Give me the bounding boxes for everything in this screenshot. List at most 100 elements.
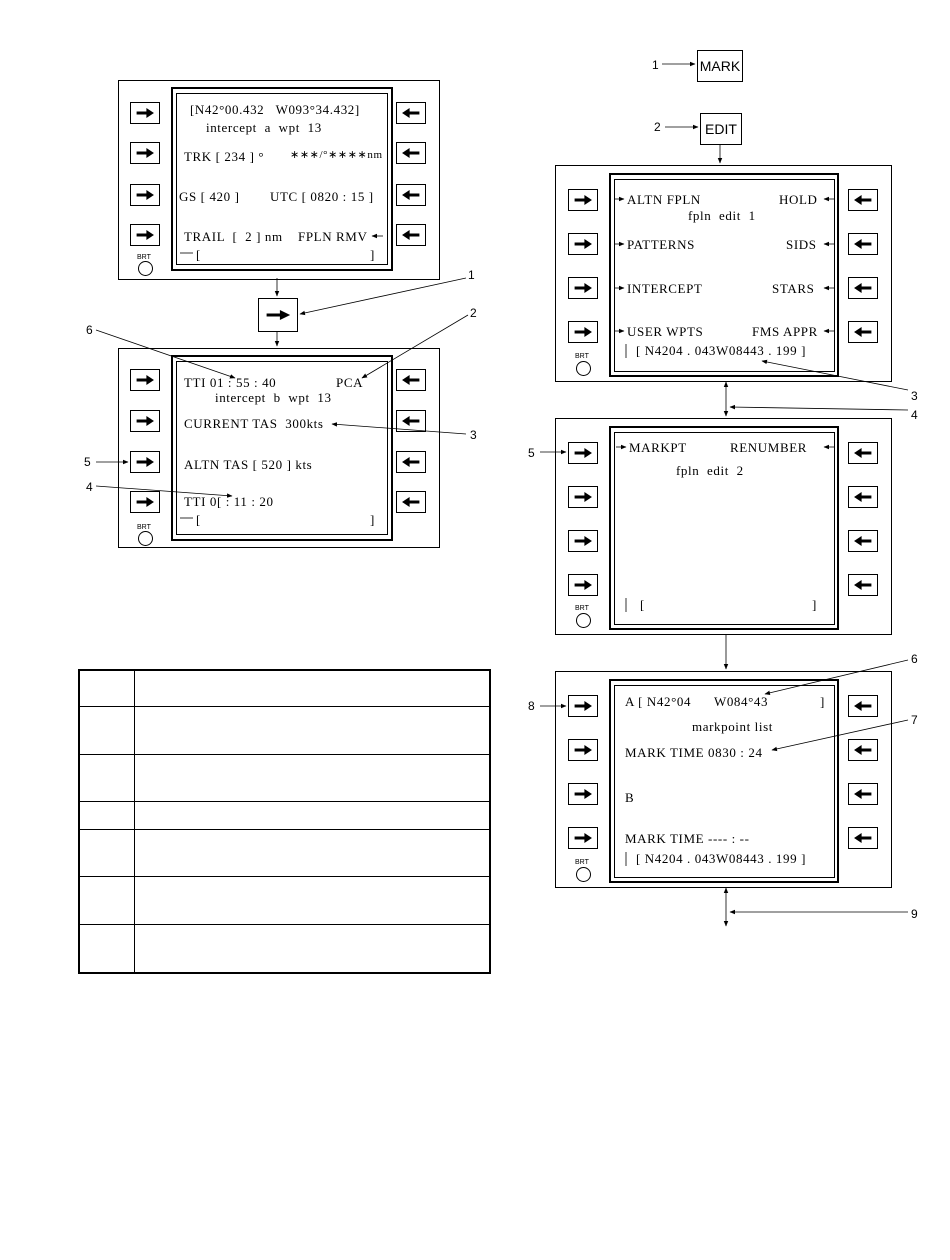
line-select-key-l4[interactable] [568, 827, 598, 849]
arrow-right-icon [266, 310, 291, 320]
line-select-key-l3[interactable] [568, 783, 598, 805]
line-select-key-r2[interactable] [396, 142, 426, 164]
line-select-key-r4[interactable] [848, 321, 878, 343]
callout-2: 2 [654, 120, 661, 134]
cdu-screen-inner [614, 685, 835, 878]
s4-scratch-right: ] [812, 597, 817, 612]
line-select-key-l4[interactable] [130, 224, 160, 246]
line-select-key-l3[interactable] [568, 530, 598, 552]
line-select-key-l4[interactable] [568, 321, 598, 343]
execute-arrow-key[interactable] [258, 298, 298, 332]
brt-knob[interactable] [138, 531, 153, 546]
line-select-key-l1[interactable] [568, 189, 598, 211]
line-select-key-l3[interactable] [130, 451, 160, 473]
brt-label: BRT [575, 605, 589, 612]
line-select-key-r1[interactable] [848, 442, 878, 464]
arrow-left-icon [854, 195, 872, 205]
line-select-key-r3[interactable] [848, 530, 878, 552]
line-select-key-l1[interactable] [568, 442, 598, 464]
line-select-key-l3[interactable] [568, 277, 598, 299]
line-select-key-l2[interactable] [130, 142, 160, 164]
s2-current-tas: CURRENT TAS 300kts [184, 416, 324, 431]
brt-knob[interactable] [576, 361, 591, 376]
callout-3: 3 [470, 428, 477, 442]
line-select-key-l1[interactable] [130, 369, 160, 391]
line-select-key-l1[interactable] [568, 695, 598, 717]
cdu-screen [171, 355, 393, 541]
s1-line2: intercept a wpt 13 [206, 120, 322, 135]
line-select-key-l4[interactable] [130, 491, 160, 513]
edit-key[interactable]: EDIT [700, 113, 742, 145]
line-select-key-r1[interactable] [848, 695, 878, 717]
s5-mark-time-b: MARK TIME ---- : -- [625, 831, 750, 846]
line-select-key-r4[interactable] [396, 491, 426, 513]
line-select-key-r4[interactable] [396, 224, 426, 246]
arrow-right-icon [574, 745, 592, 755]
s2-pca: PCA [336, 375, 364, 390]
callout-9: 9 [911, 907, 918, 921]
s3-altn-fpln: ALTN FPLN [627, 192, 701, 207]
line-select-key-r1[interactable] [396, 102, 426, 124]
arrow-left-icon [402, 457, 420, 467]
line-select-key-r3[interactable] [848, 783, 878, 805]
arrow-right-icon [136, 416, 154, 426]
arrow-left-icon [854, 745, 872, 755]
line-select-key-r2[interactable] [396, 410, 426, 432]
s3-sids: SIDS [786, 237, 817, 252]
arrow-right-icon [136, 375, 154, 385]
s3-fms-appr: FMS APPR [752, 324, 818, 339]
s1-trail: TRAIL [ 2 ] nm [184, 229, 283, 244]
line-select-key-l2[interactable] [568, 739, 598, 761]
mark-key[interactable]: MARK [697, 50, 743, 82]
line-select-key-r4[interactable] [848, 827, 878, 849]
callout-7: 7 [911, 713, 918, 727]
brt-knob[interactable] [138, 261, 153, 276]
s4-title: fpln edit 2 [676, 463, 744, 478]
s2-tti2: TTI 0[ : 11 : 20 [184, 494, 274, 509]
s1-fpln-rmv: FPLN RMV [298, 229, 368, 244]
callout-legend-table [78, 669, 491, 974]
brt-label: BRT [137, 254, 151, 261]
s1-line1: [N42°00.432 W093°34.432] [190, 102, 360, 117]
line-select-key-l2[interactable] [568, 233, 598, 255]
line-select-key-l2[interactable] [568, 486, 598, 508]
arrow-left-icon [402, 497, 420, 507]
arrow-right-icon [136, 190, 154, 200]
line-select-key-r2[interactable] [848, 233, 878, 255]
cdu-screen [609, 679, 839, 883]
line-select-key-r4[interactable] [848, 574, 878, 596]
line-select-key-r3[interactable] [848, 277, 878, 299]
line-select-key-r2[interactable] [848, 739, 878, 761]
callout-5: 5 [528, 446, 535, 460]
brt-knob[interactable] [576, 613, 591, 628]
cdu-panel-fpln-edit-1: BRT [555, 165, 892, 382]
arrow-right-icon [136, 497, 154, 507]
line-select-key-l2[interactable] [130, 410, 160, 432]
line-select-key-l3[interactable] [130, 184, 160, 206]
line-select-key-l1[interactable] [130, 102, 160, 124]
cdu-panel-intercept-a: BRT [118, 80, 440, 280]
s5-scratch: [ N4204 . 043W08443 . 199 ] [636, 851, 807, 866]
arrow-left-icon [854, 789, 872, 799]
line-select-key-r3[interactable] [396, 184, 426, 206]
line-select-key-l4[interactable] [568, 574, 598, 596]
s1-utc: UTC [ 0820 : 15 ] [270, 189, 374, 204]
s1-gs: GS [ 420 ] [179, 189, 240, 204]
brt-knob[interactable] [576, 867, 591, 882]
s3-hold: HOLD [779, 192, 818, 207]
s1-scratch-left: [ [196, 247, 201, 262]
arrow-right-icon [574, 536, 592, 546]
s3-stars: STARS [772, 281, 815, 296]
callout-6: 6 [86, 323, 93, 337]
line-select-key-r2[interactable] [848, 486, 878, 508]
s5-title: markpoint list [692, 719, 773, 734]
arrow-right-icon [574, 833, 592, 843]
line-select-key-r1[interactable] [396, 369, 426, 391]
callout-1: 1 [652, 58, 659, 72]
line-select-key-r1[interactable] [848, 189, 878, 211]
arrow-left-icon [854, 283, 872, 293]
brt-label: BRT [137, 524, 151, 531]
arrow-left-icon [402, 375, 420, 385]
line-select-key-r3[interactable] [396, 451, 426, 473]
arrow-right-icon [574, 195, 592, 205]
